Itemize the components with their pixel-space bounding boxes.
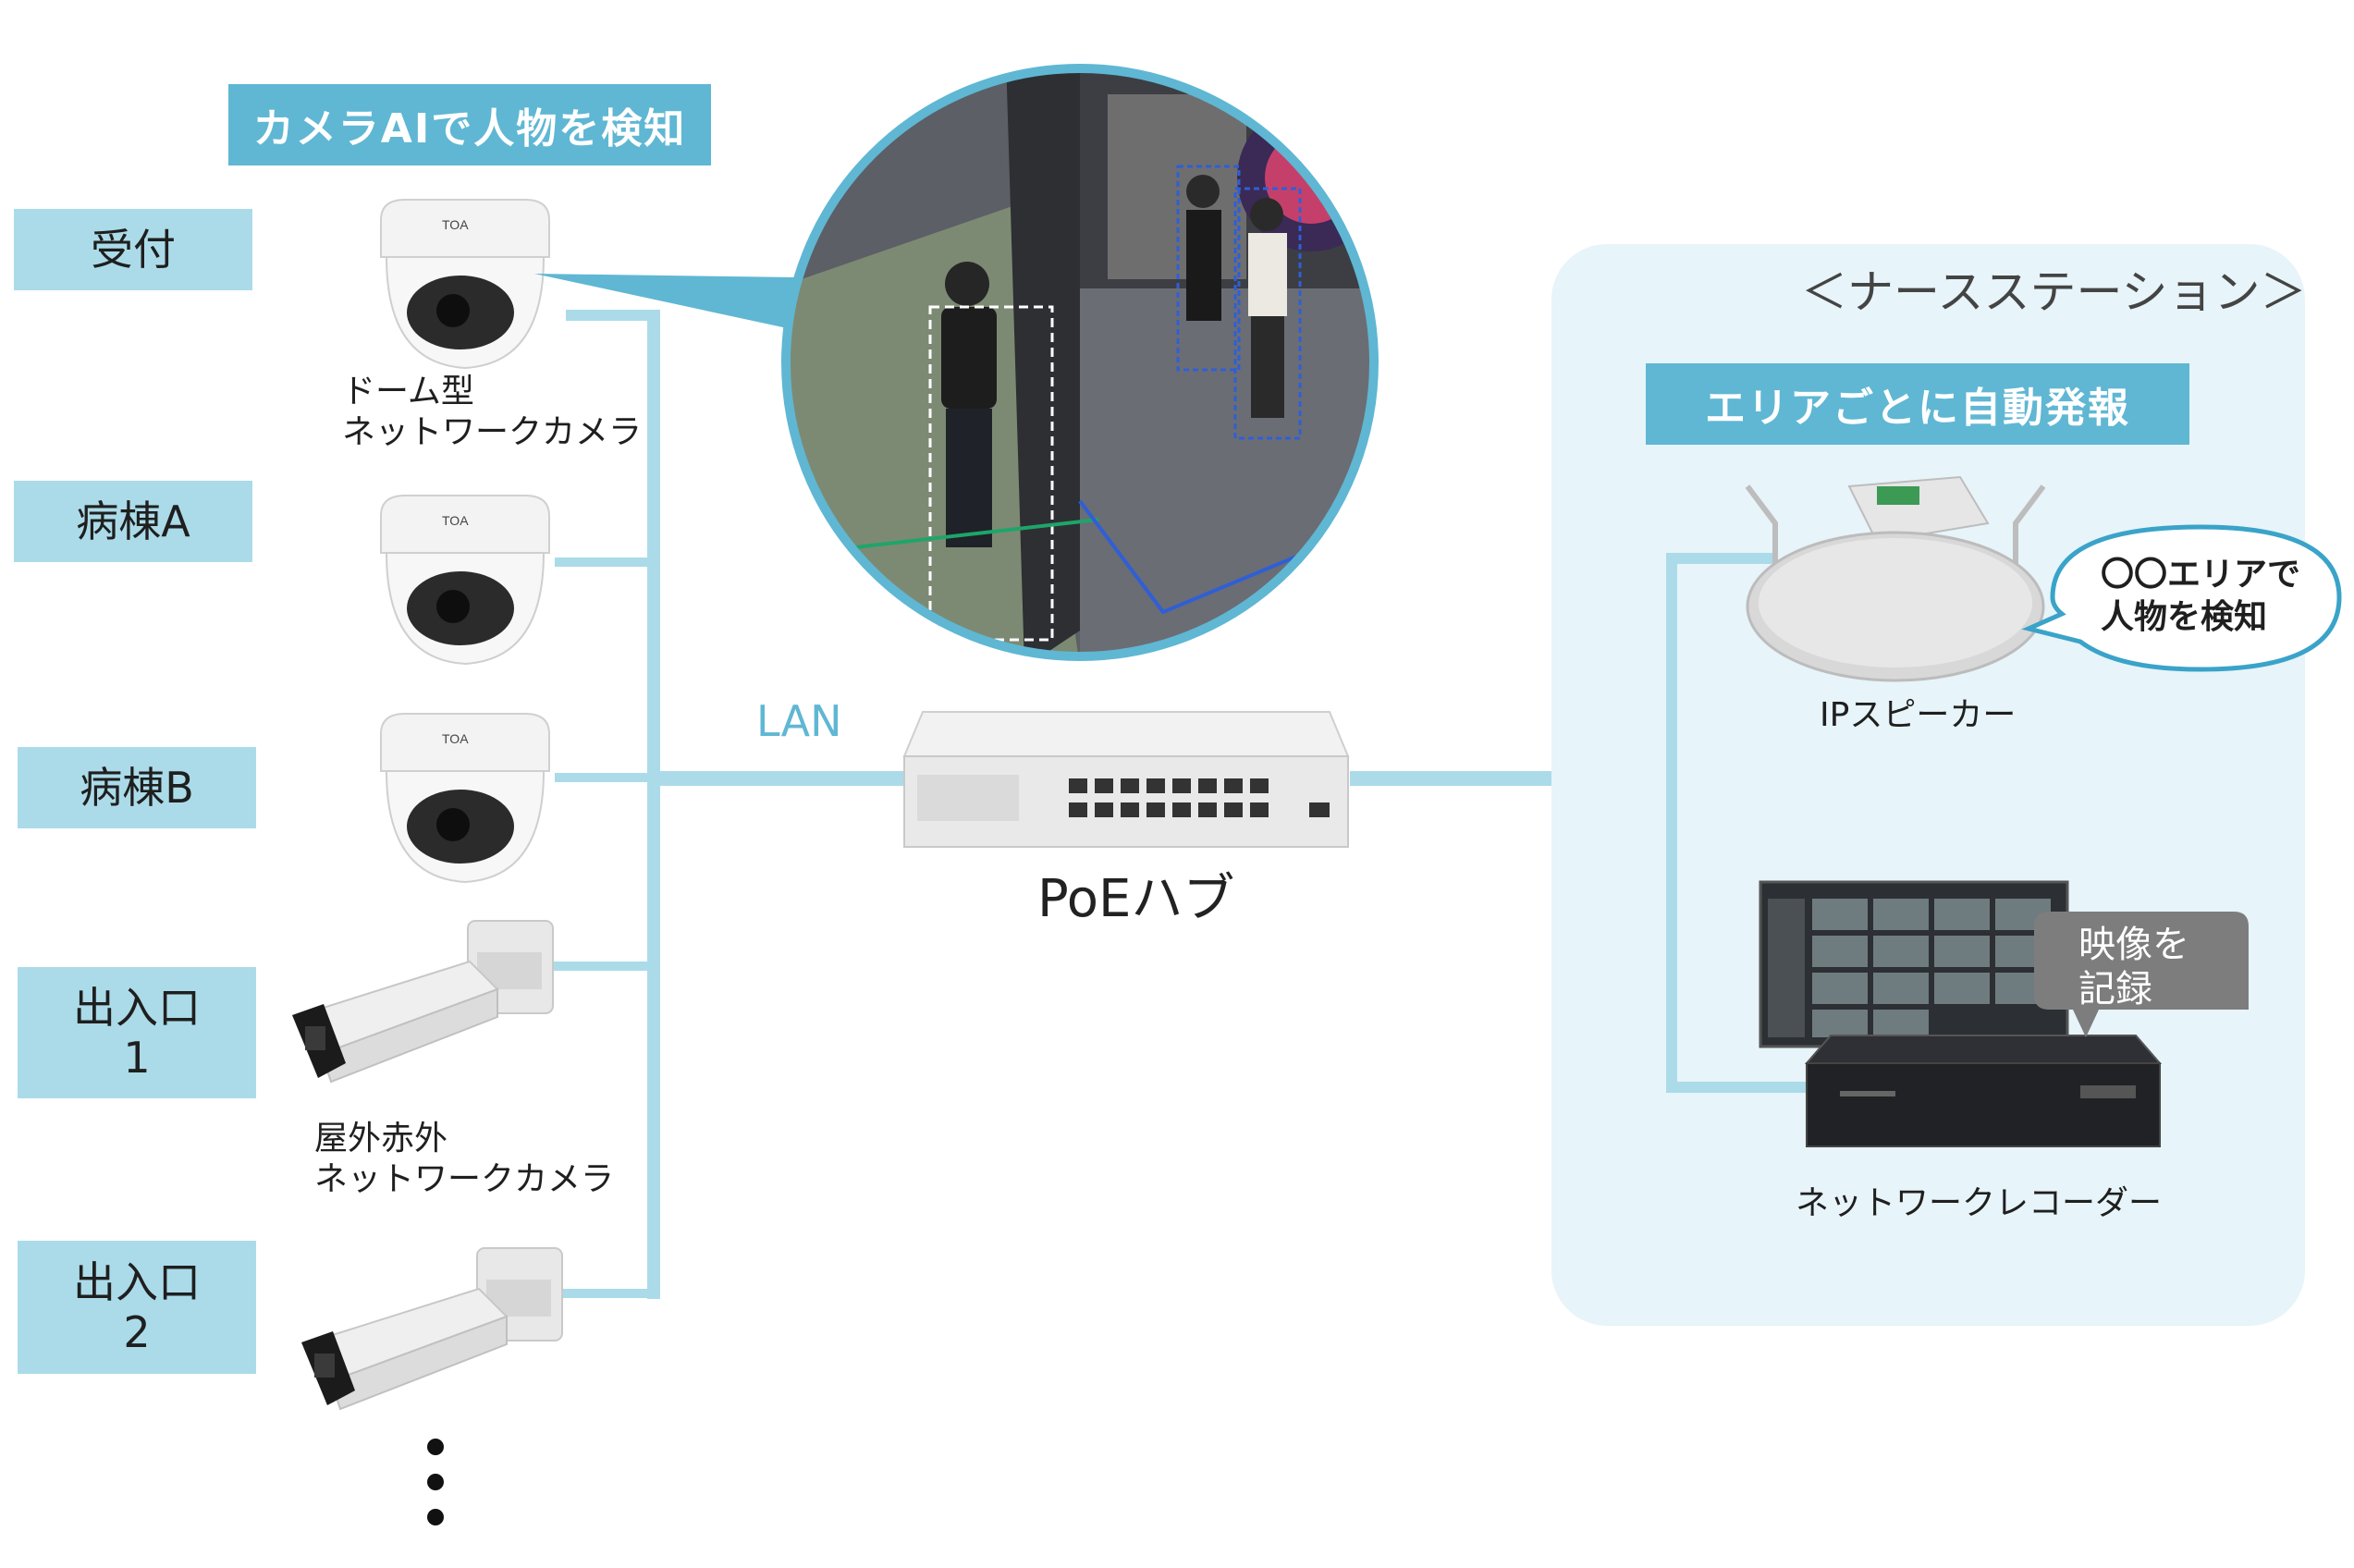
camera-trunk-line [647,310,660,1299]
ip-speaker-device [1745,475,2046,682]
location-ward-b: 病棟B [18,747,256,828]
camera-ai-banner: カメラAIで人物を検知 [228,84,711,165]
lan-line-to-hub [647,771,906,786]
location-reception: 受付 [14,209,252,290]
outdoor-camera-2 [301,1247,563,1411]
outdoor-camera-caption-line1: 屋外赤外 [314,1120,448,1158]
station-branch-speaker [1666,553,1777,564]
svg-text:TOA: TOA [442,731,469,746]
camera-branch-line-1 [566,310,660,321]
more-cameras-dot-2 [427,1474,444,1490]
camera-branch-line-2 [555,557,660,567]
lan-label: LAN [756,696,842,746]
nurse-station-title: ＜ナースステーション＞ [1801,265,2307,319]
station-trunk-line [1666,553,1677,1091]
speaker-bubble-line2: 人物を検知 [2101,598,2268,636]
network-recorder-caption: ネットワークレコーダー [1796,1184,2163,1222]
ip-speaker-caption: IPスピーカー [1820,696,2017,734]
dome-camera-1: TOA [380,199,550,370]
station-branch-recorder [1666,1082,1823,1093]
recorder-speech-bubble [2034,912,2249,1037]
location-entrance-1: 出入口 1 [18,967,256,1098]
recorder-bubble-line1: 映像を [2078,924,2189,966]
recorder-unit [1804,1035,2163,1147]
outdoor-camera-caption-line2: ネットワークカメラ [314,1160,615,1198]
auto-alert-banner: エリアごとに自動発報 [1646,363,2189,445]
recorder-bubble-line2: 記録 [2078,968,2152,1011]
speaker-speech-bubble [2021,524,2342,672]
camera-branch-line-5 [555,1289,660,1298]
poe-hub-device [902,711,1350,848]
dome-camera-caption-line1: ドーム型 [342,373,474,410]
outdoor-camera-1 [292,920,554,1084]
speaker-bubble-line1: 〇〇エリアで [2101,556,2301,594]
dome-camera-3: TOA [380,713,550,884]
dome-camera-2: TOA [380,495,550,666]
poe-hub-label: PoEハブ [1037,869,1235,929]
svg-text:TOA: TOA [442,513,469,528]
location-entrance-2: 出入口 2 [18,1241,256,1374]
camera-branch-line-4 [546,962,660,971]
location-ward-a: 病棟A [14,481,252,562]
dome-camera-caption-line2: ネットワークカメラ [342,413,643,451]
more-cameras-dot-1 [427,1439,444,1455]
camera-branch-line-3 [555,773,660,782]
svg-text:TOA: TOA [442,217,469,232]
recorder-monitor [1759,880,2069,1048]
camera-ai-detection-view [781,64,1379,661]
more-cameras-dot-3 [427,1509,444,1525]
